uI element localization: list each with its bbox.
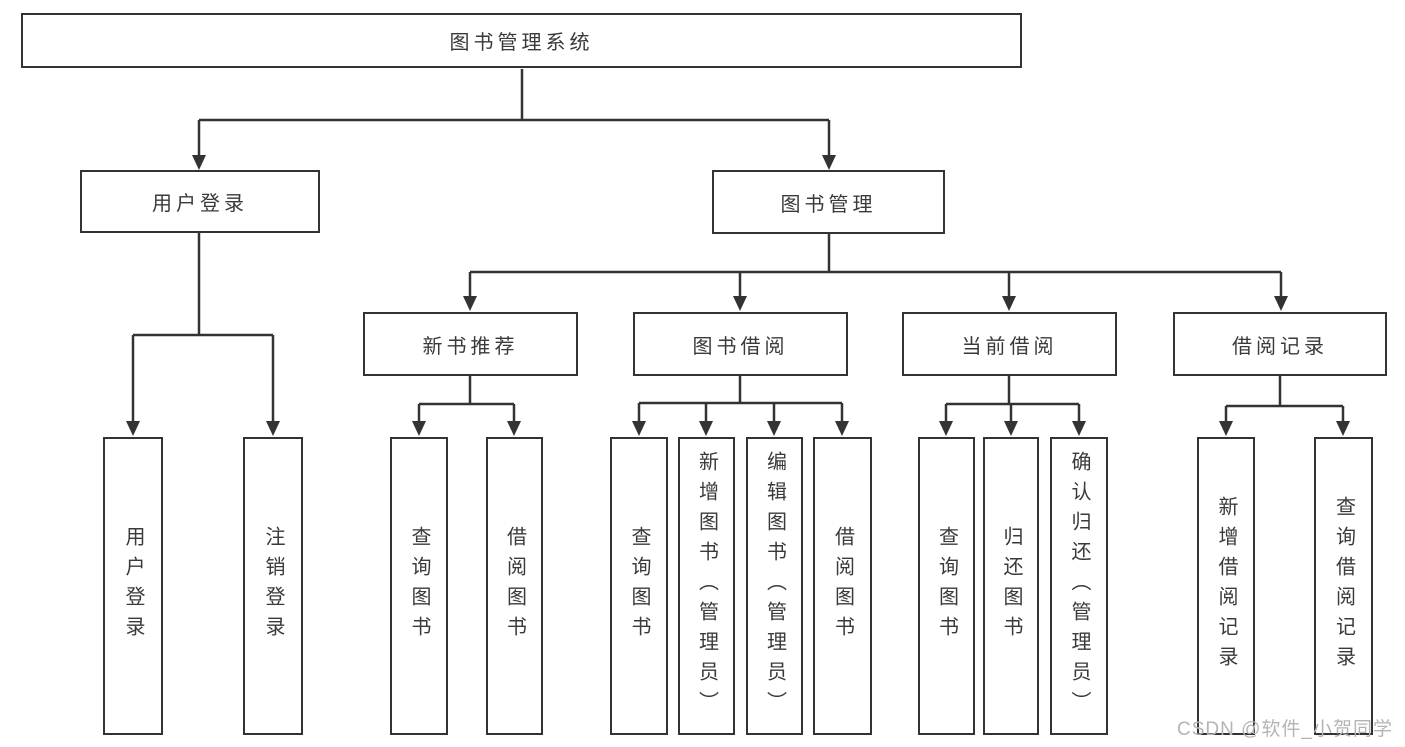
leaf-borrow-borrow-books-label: 借阅图书 (831, 526, 854, 646)
node-new-book-recommend-label: 新书推荐 (422, 335, 519, 358)
node-borrowing-records-label: 借阅记录 (1232, 335, 1328, 358)
connector-user-login-to-leaves (126, 233, 280, 436)
node-root-label: 图书管理系统 (449, 32, 594, 54)
leaf-user-login: 用户登录 (103, 437, 163, 735)
arrowhead (1219, 421, 1233, 436)
connector-current-borrowing-to-leaves (939, 376, 1086, 436)
connector-new-book-recommend-to-leaves (412, 376, 521, 436)
connector-book-borrowing-to-leaves (632, 376, 849, 436)
leaf-current-confirm-return-admin: 确认归还（管理员） (1050, 437, 1108, 735)
connector-root-to-level2 (192, 69, 836, 170)
node-book-borrowing: 图书借阅 (633, 312, 848, 376)
arrowhead (1004, 421, 1018, 436)
leaf-borrow-add-books-admin: 新增图书（管理员） (678, 437, 735, 735)
connector-book-management-to-level3 (463, 234, 1288, 311)
leaf-borrow-edit-books-admin: 编辑图书（管理员） (746, 437, 803, 735)
arrowhead (126, 421, 140, 436)
leaf-records-add-record-label: 新增借阅记录 (1215, 496, 1237, 676)
arrowhead (463, 296, 477, 311)
node-book-borrowing-label: 图书借阅 (692, 335, 789, 358)
arrowhead (632, 421, 646, 436)
node-user-login-label: 用户登录 (152, 193, 248, 215)
leaf-recommend-query-books-label: 查询图书 (408, 526, 430, 646)
arrowhead (192, 155, 206, 170)
arrowhead (835, 421, 849, 436)
leaf-logout-label: 注销登录 (262, 526, 284, 646)
arrowhead (939, 421, 953, 436)
arrowhead (822, 155, 836, 170)
leaf-recommend-borrow-books: 借阅图书 (486, 437, 543, 735)
connector-line (944, 376, 1081, 423)
leaf-records-query-record: 查询借阅记录 (1314, 437, 1373, 735)
node-new-book-recommend: 新书推荐 (363, 312, 578, 376)
node-root: 图书管理系统 (21, 13, 1022, 68)
connector-line (417, 376, 516, 423)
node-borrowing-records: 借阅记录 (1173, 312, 1387, 376)
arrowhead (767, 421, 781, 436)
connector-line (637, 376, 844, 423)
leaf-records-query-record-label: 查询借阅记录 (1332, 496, 1355, 676)
node-book-management-label: 图书管理 (780, 193, 877, 216)
leaf-current-return-books-label: 归还图书 (1000, 526, 1022, 646)
leaf-borrow-query-books-label: 查询图书 (628, 526, 650, 646)
arrowhead (1336, 421, 1350, 436)
arrowhead (1072, 421, 1086, 436)
arrowhead (507, 421, 521, 436)
connector-line (1224, 376, 1345, 423)
leaf-logout: 注销登录 (243, 437, 303, 735)
arrowhead (699, 421, 713, 436)
leaf-current-query-books-label: 查询图书 (935, 526, 958, 646)
leaf-current-query-books: 查询图书 (918, 437, 975, 735)
node-current-borrowing-label: 当前借阅 (961, 335, 1058, 358)
connector-line (197, 69, 831, 157)
connector-line (468, 234, 1283, 298)
node-user-login: 用户登录 (80, 170, 320, 233)
leaf-borrow-query-books: 查询图书 (610, 437, 668, 735)
arrowhead (733, 296, 747, 311)
leaf-recommend-borrow-books-label: 借阅图书 (503, 526, 526, 646)
leaf-current-confirm-return-admin-label: 确认归还（管理员） (1068, 451, 1090, 721)
watermark: CSDN @软件_小贺同学 (1177, 719, 1393, 740)
leaf-current-return-books: 归还图书 (983, 437, 1039, 735)
leaf-recommend-query-books: 查询图书 (390, 437, 448, 735)
connector-line (131, 233, 275, 423)
arrowhead (1002, 296, 1016, 311)
leaf-user-login-label: 用户登录 (122, 526, 144, 646)
leaf-borrow-add-books-admin-label: 新增图书（管理员） (695, 451, 718, 721)
connector-borrowing-records-to-leaves (1219, 376, 1350, 436)
node-current-borrowing: 当前借阅 (902, 312, 1117, 376)
leaf-borrow-borrow-books: 借阅图书 (813, 437, 872, 735)
arrowhead (266, 421, 280, 436)
leaf-borrow-edit-books-admin-label: 编辑图书（管理员） (763, 451, 786, 721)
arrowhead (1274, 296, 1288, 311)
node-book-management: 图书管理 (712, 170, 945, 234)
arrowhead (412, 421, 426, 436)
leaf-records-add-record: 新增借阅记录 (1197, 437, 1255, 735)
